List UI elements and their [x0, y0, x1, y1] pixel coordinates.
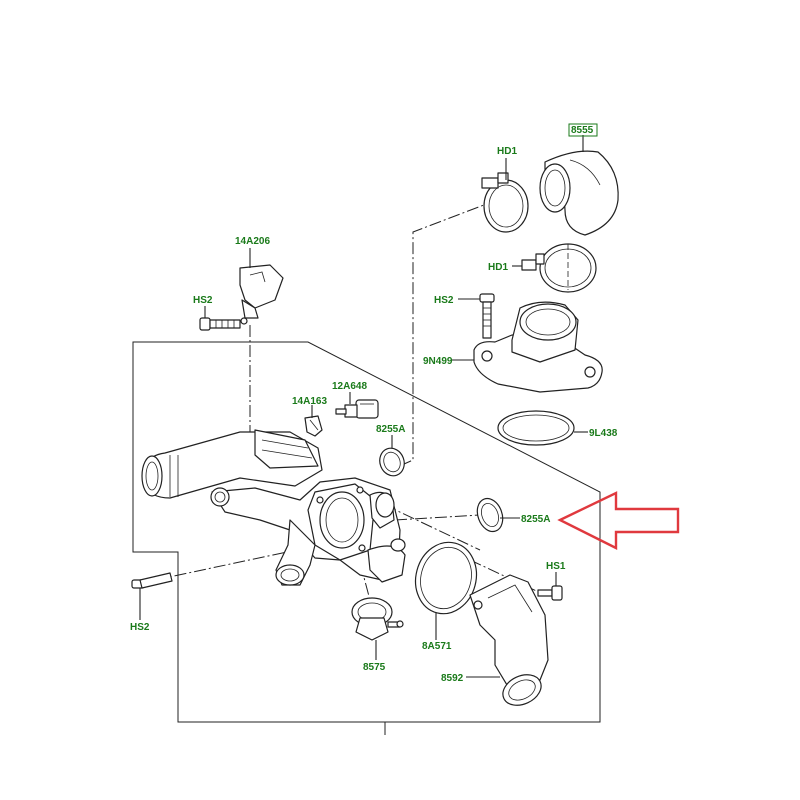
seal-9l438[interactable]	[497, 410, 575, 446]
bolt-hs1[interactable]	[537, 585, 563, 601]
label-8555: 8555	[571, 125, 594, 136]
hose-clamp-hd1-mid[interactable]	[521, 243, 597, 293]
thermostat-8575[interactable]	[351, 597, 404, 641]
label-8255a-upper: 8255A	[376, 424, 405, 435]
label-hs2-left: HS2	[193, 295, 213, 306]
sensor-12a648[interactable]	[335, 399, 379, 419]
label-14a206: 14A206	[235, 236, 270, 247]
label-9n499: 9N499	[423, 356, 453, 367]
thermostat-housing[interactable]	[141, 429, 406, 586]
bolt-hs2-top[interactable]	[479, 293, 495, 339]
label-8575: 8575	[363, 662, 386, 673]
hose-clamp-hd1-top[interactable]	[481, 172, 529, 233]
label-hs2-top: HS2	[434, 295, 454, 306]
gasket-8a571[interactable]	[408, 535, 485, 620]
elbow-hose-8555[interactable]	[539, 150, 619, 236]
seal-8255a-lower[interactable]	[473, 495, 507, 535]
outlet-housing-9n499[interactable]	[473, 301, 603, 393]
label-9l438: 9L438	[589, 428, 618, 439]
highlight-arrow	[557, 491, 680, 550]
label-8592: 8592	[441, 673, 464, 684]
clip-14a163[interactable]	[304, 415, 323, 437]
label-hs2-bottom: HS2	[130, 622, 150, 633]
label-12a648: 12A648	[332, 381, 367, 392]
label-hd1-top: HD1	[497, 146, 517, 157]
seal-8255a-upper[interactable]	[376, 445, 408, 480]
label-hd1-mid: HD1	[488, 262, 508, 273]
label-8a571: 8A571	[422, 641, 452, 652]
label-8255a-lower: 8255A	[521, 514, 550, 525]
bracket-14a206[interactable]	[239, 264, 284, 319]
label-14a163: 14A163	[292, 396, 327, 407]
label-box-8555	[568, 123, 598, 137]
label-hs1: HS1	[546, 561, 566, 572]
assembly-frame	[132, 341, 601, 735]
outlet-pipe-8592[interactable]	[469, 574, 549, 711]
bolt-hs2-left[interactable]	[199, 317, 248, 331]
bolt-hs2-bottom[interactable]	[131, 572, 173, 589]
